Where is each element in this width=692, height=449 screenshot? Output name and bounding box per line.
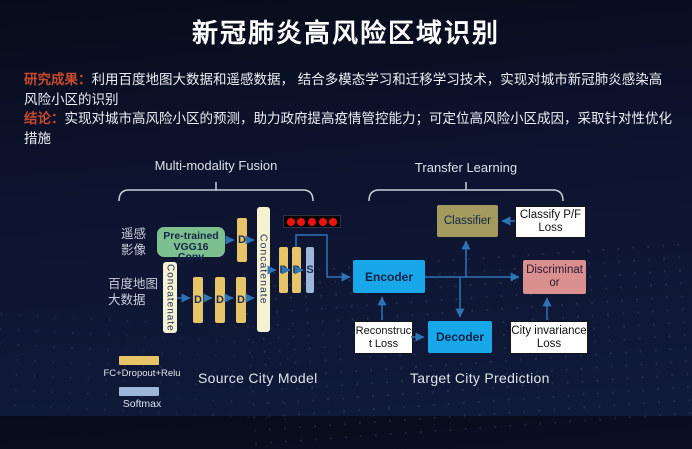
encoder-box: Encoder [353,260,425,293]
research-label: 研究成果： [24,72,92,87]
softmax-bar: S [306,247,314,293]
reconstruct-loss-box: Reconstruct Loss [354,321,413,354]
discriminator-box: Discriminator [523,260,586,294]
research-text: 利用百度地图大数据和遥感数据， 结合多模态学习和迁移学习技术，实现对城市新冠肺炎… [24,72,663,107]
concatenate-bar-left: Concatenate [163,262,177,333]
page-title: 新冠肺炎高风险区域识别 [191,18,500,48]
city-invariance-loss-box: City invariance Loss [510,321,588,354]
classify-loss-box: Classify P/F Loss [515,206,586,238]
vgg16-box: Pre-trained VGG16 Conv [157,227,225,262]
fusion-brace-icon [118,182,314,202]
red-dot [307,217,316,226]
conclusion-label: 结论： [24,111,65,126]
dropout-bar-3: D [236,277,246,323]
classifier-box: Classifier [437,205,498,237]
dropout-bar-top: D [237,218,247,262]
legend-fc-swatch [119,356,159,365]
concatenate-bar-main: Concatenate [257,207,270,332]
transfer-brace-icon [368,182,564,202]
section-label-transfer: Transfer Learning [414,160,518,175]
dropout-bar-1: D [193,277,203,323]
legend-softmax-swatch [119,387,159,396]
red-dot [329,217,338,226]
decoder-box: Decoder [428,321,492,353]
legend-fc-label: FC+Dropout+Relu [103,368,181,379]
dropout-bar-2: D [215,277,225,323]
legend-softmax-label: Softmax [122,398,162,410]
red-dot [318,217,327,226]
red-dot [297,217,306,226]
summary-text: 研究成果：利用百度地图大数据和遥感数据， 结合多模态学习和迁移学习技术，实现对城… [24,70,674,148]
caption-target-city: Target City Prediction [410,370,550,386]
baidu-map-label: 百度地图 大数据 [108,277,159,307]
red-dots-strip [283,215,341,228]
red-dot [286,217,295,226]
remote-sensing-label: 遥感 影像 [121,227,147,257]
section-label-fusion: Multi-modality Fusion [154,158,278,173]
connection-arrows [177,216,552,342]
conclusion-text: 实现对城市高风险小区的预测，助力政府提高疫情管控能力；可定位高风险小区成因，采取… [24,111,672,146]
caption-source-city: Source City Model [198,370,318,386]
